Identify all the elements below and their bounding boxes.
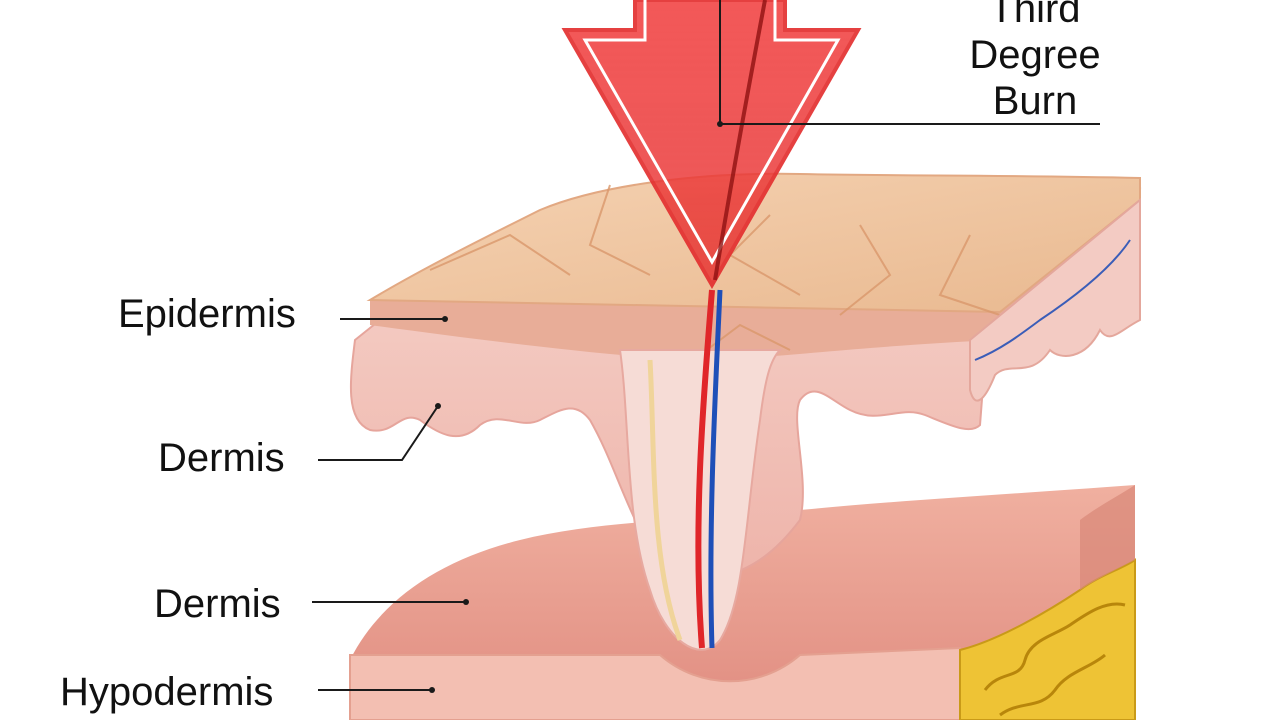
title-line-1: Third: [989, 0, 1081, 31]
artery: [695, 289, 715, 649]
label-epidermis: Epidermis: [118, 292, 296, 336]
epidermis-band: [370, 195, 1140, 360]
vein: [708, 289, 723, 649]
leader-dermis-1: [318, 405, 439, 461]
lower-dermis-front: [349, 646, 961, 720]
title-line-3: Burn: [992, 79, 1078, 123]
right-side-wall: [969, 197, 1141, 402]
hypodermis-fat: [959, 558, 1136, 720]
label-dermis-lower: Dermis: [154, 582, 281, 626]
blood-vessels: [695, 289, 723, 649]
burn-arrow: [561, 0, 862, 290]
diagram-title: Third Degree Burn: [930, 0, 1140, 124]
leader-dots: [429, 121, 723, 693]
arrow-shape: [561, 0, 862, 290]
leader-lines: [312, 0, 1100, 691]
title-line-2: Degree: [969, 33, 1101, 77]
label-hypodermis: Hypodermis: [60, 670, 274, 714]
lower-skin-block: [349, 485, 1136, 720]
label-dermis-upper: Dermis: [158, 436, 285, 480]
